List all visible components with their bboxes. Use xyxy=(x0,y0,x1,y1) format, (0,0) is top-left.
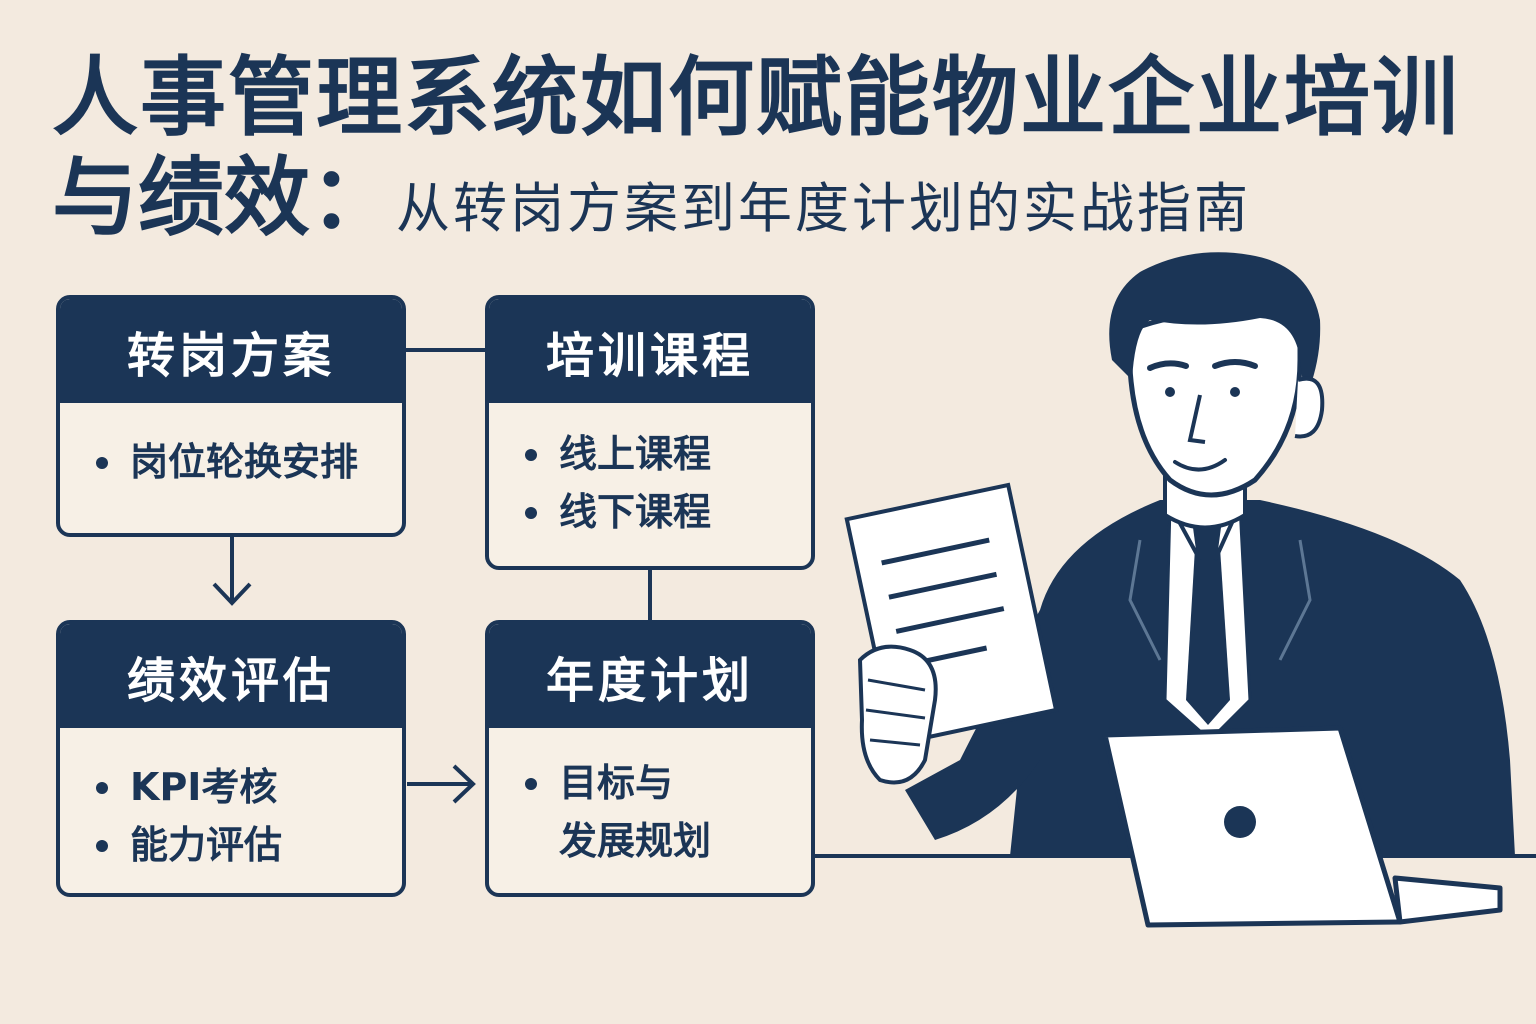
arrowhead-right xyxy=(452,764,476,804)
tie xyxy=(1186,548,1230,725)
list-item: 能力评估 xyxy=(90,816,402,874)
subtitle-main: 与绩效： xyxy=(52,148,396,248)
box-training-courses-title: 培训课程 xyxy=(489,299,811,403)
box-performance-review: 绩效评估 KPI考核 能力评估 xyxy=(56,620,406,897)
laptop-logo-icon xyxy=(1224,806,1256,838)
arm xyxy=(905,610,1040,840)
lapel-lines xyxy=(1128,539,1312,661)
page-subtitle: 与绩效：从转岗方案到年度计划的实战指南 xyxy=(52,148,1522,259)
eye-left xyxy=(1165,387,1175,397)
eye-right xyxy=(1230,387,1240,397)
page-title: 人事管理系统如何赋能物业企业培训 xyxy=(52,48,1460,148)
box-transfer-plan: 转岗方案 岗位轮换安排 xyxy=(56,295,406,537)
eyebrows xyxy=(1147,359,1258,371)
nose xyxy=(1187,394,1206,444)
list-item: 岗位轮换安排 xyxy=(90,433,402,491)
list-item: 目标与 发展规划 xyxy=(519,754,811,870)
box-annual-plan-title: 年度计划 xyxy=(489,624,811,728)
box-training-courses: 培训课程 线上课程 线下课程 xyxy=(485,295,815,570)
box-annual-plan: 年度计划 目标与 发展规划 xyxy=(485,620,815,897)
bullet-icon xyxy=(96,457,108,469)
laptop-base xyxy=(1392,875,1503,925)
mouth xyxy=(1173,458,1227,472)
subtitle-sub: 从转岗方案到年度计划的实战指南 xyxy=(396,177,1251,240)
bullet-icon xyxy=(525,507,537,519)
hair xyxy=(1109,252,1321,400)
box-performance-review-title: 绩效评估 xyxy=(60,624,402,728)
bullet-icon xyxy=(96,840,108,852)
list-item: KPI考核 xyxy=(90,758,402,816)
list-item: 线下课程 xyxy=(519,483,811,541)
bullet-icon xyxy=(525,778,537,790)
ear xyxy=(1294,376,1325,439)
bullet-icon xyxy=(525,449,537,461)
bullet-icon xyxy=(96,782,108,794)
arrowhead-down xyxy=(212,582,252,606)
fingers xyxy=(865,678,926,747)
list-item: 线上课程 xyxy=(519,425,811,483)
box-transfer-plan-title: 转岗方案 xyxy=(60,299,402,403)
